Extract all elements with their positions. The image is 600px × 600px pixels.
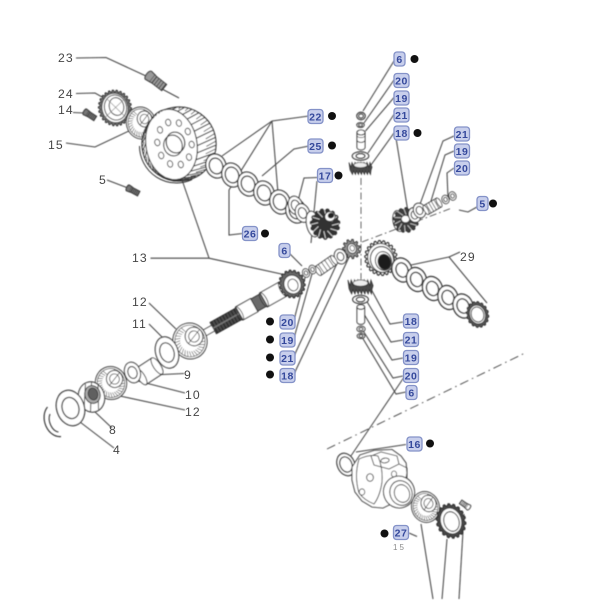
svg-text:5: 5 bbox=[479, 198, 485, 210]
svg-text:6: 6 bbox=[396, 54, 402, 66]
svg-text:10: 10 bbox=[185, 388, 201, 402]
svg-text:15: 15 bbox=[393, 543, 406, 552]
svg-text:22: 22 bbox=[309, 111, 322, 123]
svg-text:16: 16 bbox=[408, 439, 421, 451]
svg-text:29: 29 bbox=[460, 250, 476, 264]
svg-text:20: 20 bbox=[395, 75, 408, 87]
svg-text:15: 15 bbox=[48, 138, 64, 152]
svg-text:25: 25 bbox=[309, 141, 322, 153]
svg-text:26: 26 bbox=[244, 228, 257, 240]
svg-text:8: 8 bbox=[109, 423, 117, 437]
svg-text:19: 19 bbox=[395, 93, 408, 105]
svg-text:23: 23 bbox=[58, 51, 74, 65]
svg-text:6: 6 bbox=[281, 245, 287, 257]
svg-text:17: 17 bbox=[319, 170, 332, 182]
svg-text:24: 24 bbox=[58, 87, 74, 101]
svg-text:11: 11 bbox=[132, 317, 147, 331]
svg-text:19: 19 bbox=[281, 335, 294, 347]
svg-text:21: 21 bbox=[456, 129, 469, 141]
svg-text:12: 12 bbox=[185, 405, 201, 419]
svg-text:21: 21 bbox=[281, 353, 294, 365]
svg-text:19: 19 bbox=[405, 352, 418, 364]
svg-text:27: 27 bbox=[395, 527, 408, 539]
svg-text:9: 9 bbox=[184, 368, 192, 382]
svg-text:20: 20 bbox=[456, 163, 469, 175]
svg-text:5: 5 bbox=[99, 173, 107, 187]
svg-text:6: 6 bbox=[408, 387, 414, 399]
svg-text:19: 19 bbox=[456, 146, 469, 158]
svg-text:18: 18 bbox=[405, 316, 418, 328]
svg-text:14: 14 bbox=[58, 103, 74, 117]
svg-text:13: 13 bbox=[132, 251, 148, 265]
svg-text:12: 12 bbox=[132, 295, 148, 309]
svg-text:21: 21 bbox=[395, 110, 408, 122]
svg-text:20: 20 bbox=[281, 317, 294, 329]
svg-text:18: 18 bbox=[395, 128, 408, 140]
svg-text:20: 20 bbox=[405, 370, 418, 382]
svg-text:4: 4 bbox=[113, 443, 121, 457]
svg-text:21: 21 bbox=[405, 334, 418, 346]
svg-text:18: 18 bbox=[281, 370, 294, 382]
